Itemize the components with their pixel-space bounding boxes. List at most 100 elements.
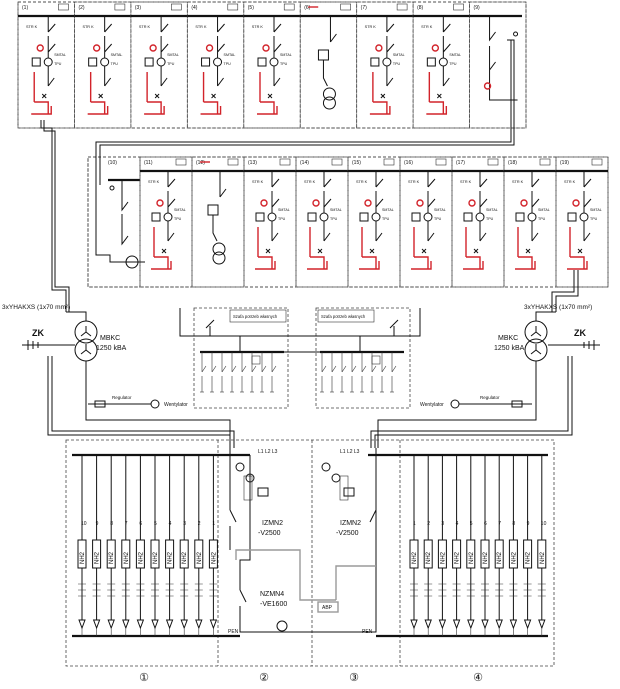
left-incomer-circuit: [229, 448, 237, 550]
mv-interconnect-cables: [40, 39, 579, 312]
left-fan-label: Wentylator: [164, 402, 188, 408]
feeder-arrow-icon: [481, 619, 489, 630]
cable-left-transformer: [40, 120, 67, 312]
aux-panel-left-title: Szafa potrzeb własnych: [233, 314, 278, 319]
aux-feeder-breaker: [361, 352, 367, 392]
protection-relay-icon: [520, 199, 528, 207]
earthing-switch: [386, 66, 394, 87]
bay-number: (3): [135, 5, 141, 11]
current-transformer-icon: [43, 57, 53, 67]
bay-number: (6): [304, 5, 310, 11]
cable-terminal-red-2: [200, 106, 222, 115]
cable-cores: [180, 583, 189, 597]
cable-right-transformer-2: [555, 270, 579, 312]
cable-cores: [92, 583, 101, 597]
left-fan-relay-label: Regulator: [112, 395, 132, 400]
ct-box: [463, 212, 473, 222]
disconnector: [479, 171, 488, 188]
cable-terminal-red-2: [151, 261, 172, 270]
bay-number: (5): [248, 5, 254, 11]
bay-type-label: STR K: [195, 25, 207, 29]
right-transformer-hv-lead: [535, 311, 556, 321]
upper-bay-tie: (9): [469, 1, 527, 129]
section-1-marker: ①: [139, 672, 149, 684]
cable-terminal-red-2: [567, 261, 588, 270]
ct-box: [370, 57, 380, 67]
cable-terminal-red: [428, 72, 445, 114]
disconnector: [442, 16, 451, 33]
bay-type-label: STR K: [512, 180, 524, 184]
breaker: [427, 191, 436, 213]
ct-box: [567, 212, 577, 222]
bay-indicator: [227, 3, 239, 11]
coupler-control-wire: [235, 549, 336, 601]
disconnector: [217, 16, 225, 33]
cable-terminal-red: [309, 227, 325, 269]
cable-terminal-red-2: [359, 261, 380, 270]
aux-panel-right: [315, 307, 411, 409]
earth-mark: [436, 93, 442, 99]
disconnector: [323, 171, 332, 188]
earth-mark: [577, 248, 583, 254]
earth-mark: [380, 93, 386, 99]
feeder-arrow-icon: [151, 619, 159, 630]
disconnector: [271, 171, 280, 188]
relay-label: TPU: [278, 217, 286, 221]
bay-indicator: [227, 158, 239, 166]
ct-box: [307, 212, 317, 222]
bay-frame: [503, 156, 557, 288]
earthing-switch: [442, 66, 450, 87]
cable-cores: [165, 583, 174, 597]
star-symbol-3: [530, 326, 542, 337]
bay-type-label: STR K: [408, 180, 420, 184]
breaker: [104, 36, 113, 58]
left-zk-label: ZK: [32, 328, 44, 338]
sensor-label: SMTAL: [174, 208, 186, 212]
left-fan-motor: [150, 399, 160, 409]
earthing-switch: [160, 66, 168, 87]
bay-number: (15): [352, 160, 361, 166]
right-voltmeter-icon: [321, 462, 331, 472]
protection-relay-icon: [260, 199, 268, 207]
cable-cores: [78, 583, 86, 597]
middle-bay-12: (12): [191, 156, 245, 288]
feeder-arrow-icon: [538, 619, 546, 630]
current-transformer-icon: [319, 212, 329, 222]
fuse-label: NH2: [153, 551, 159, 564]
relay-label: TPU: [167, 62, 175, 66]
star-symbol: [80, 326, 92, 337]
abp-box: [317, 601, 339, 613]
feeder-arrow-icon: [209, 619, 218, 630]
bay-frame: [74, 1, 132, 129]
right-transformer: 3xYHAKXS (1x70 mm²) MBKC 1250 kBA ZK Reg…: [370, 304, 600, 448]
cable-cores: [136, 583, 145, 597]
earthing-switch: [217, 66, 224, 87]
ct-box: [359, 212, 369, 222]
cable-terminal-red-2: [31, 106, 52, 115]
right-incomer-circuit: [369, 448, 377, 550]
cable-terminal-red: [202, 72, 219, 114]
sensor-label: SMTAL: [449, 53, 461, 57]
cable-terminal-red: [146, 72, 162, 114]
bay-number: (16): [404, 160, 413, 166]
tie-terminal-icon: [109, 185, 115, 191]
lv-section-dividers: [217, 440, 401, 666]
cable-terminal-red: [569, 227, 585, 269]
sensor-label: SMTAL: [590, 208, 602, 212]
sensor-label: SMTAL: [224, 53, 236, 57]
bay-indicator: [487, 158, 499, 166]
bay-frame: [469, 1, 527, 129]
cable-terminal-red-2: [426, 106, 448, 115]
ct-box: [515, 212, 525, 222]
meter-lead: [322, 60, 328, 87]
disconnector: [160, 16, 169, 33]
relay-label: TPU: [449, 62, 457, 66]
left-fan-fuse: [94, 400, 106, 408]
